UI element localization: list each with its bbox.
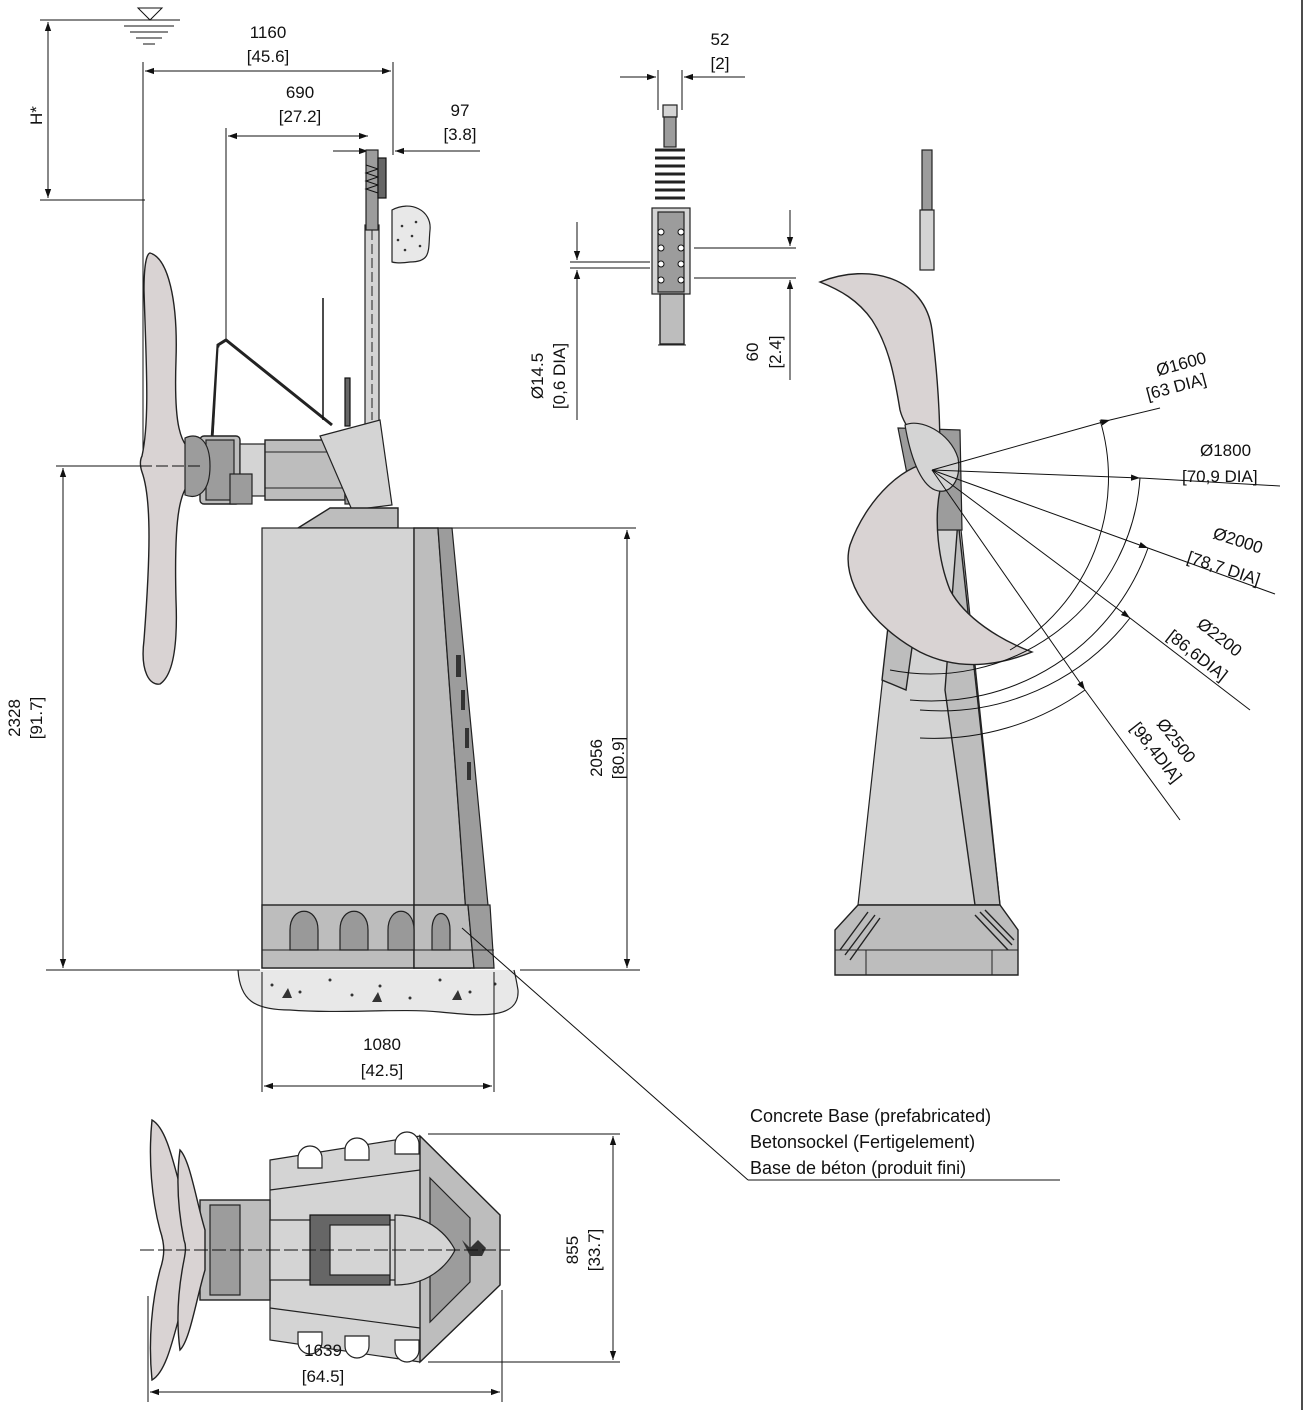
h-star-label: H* bbox=[27, 106, 46, 125]
concrete-base-label: Concrete Base (prefabricated) Betonsocke… bbox=[461, 927, 1060, 1181]
dia-2000-mm: Ø2000 bbox=[1211, 524, 1265, 558]
detail-view: 52 [2] Ø14.5 [0,6 DIA] 60 [2.4] bbox=[528, 30, 796, 420]
dim-855-mm: 855 bbox=[563, 1236, 582, 1264]
dim-1639-mm: 1639 bbox=[304, 1341, 342, 1360]
dia-1800-mm: Ø1800 bbox=[1200, 441, 1251, 460]
dim-2056-in: [80.9] bbox=[609, 737, 628, 780]
top-view: 855 [33.7] 1639 [64.5] bbox=[140, 1118, 620, 1402]
water-level-icon bbox=[118, 7, 180, 45]
dim-1080-in: [42.5] bbox=[361, 1061, 404, 1080]
dim-14-5-in: [0,6 DIA] bbox=[550, 343, 569, 409]
dim-2056-mm: 2056 bbox=[587, 739, 606, 777]
label-line-fr: Base de béton (produit fini) bbox=[750, 1158, 966, 1178]
dim-2328-mm: 2328 bbox=[5, 699, 24, 737]
dim-1080-mm: 1080 bbox=[363, 1035, 401, 1054]
dim-690-in: [27.2] bbox=[279, 107, 322, 126]
label-line-de: Betonsockel (Fertigelement) bbox=[750, 1132, 975, 1152]
dim-2328-in: [91.7] bbox=[27, 697, 46, 740]
dim-97-in: [3.8] bbox=[443, 125, 476, 144]
dim-855-in: [33.7] bbox=[585, 1229, 604, 1272]
label-line-en: Concrete Base (prefabricated) bbox=[750, 1106, 991, 1126]
dia-1800-in: [70,9 DIA] bbox=[1182, 467, 1258, 486]
dim-52-in: [2] bbox=[711, 54, 730, 73]
dim-690-mm: 690 bbox=[286, 83, 314, 102]
dim-1160-mm: 1160 bbox=[250, 23, 287, 42]
dim-60-in: [2.4] bbox=[766, 335, 785, 368]
dim-97-mm: 97 bbox=[451, 101, 470, 120]
dim-1639-in: [64.5] bbox=[302, 1367, 345, 1386]
dim-1160-in: [45.6] bbox=[247, 47, 290, 66]
front-view: Ø1600 [63 DIA] Ø1800 [70,9 DIA] Ø2000 [7… bbox=[818, 149, 1281, 976]
dim-14-5-mm: Ø14.5 bbox=[528, 353, 547, 399]
side-view: H* 1160 [45.6] 690 [27.2] 97 [3.8] bbox=[5, 7, 640, 1092]
dim-60-mm: 60 bbox=[743, 343, 762, 362]
dim-52-mm: 52 bbox=[711, 30, 730, 49]
